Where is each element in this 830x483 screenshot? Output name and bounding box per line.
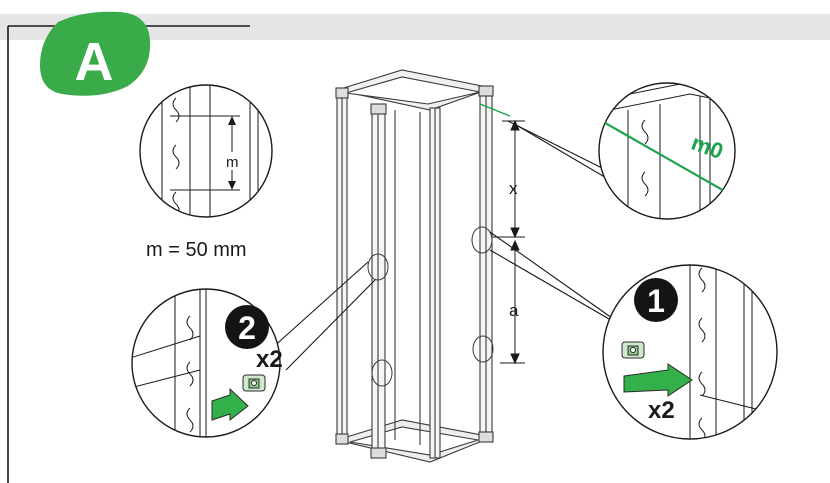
detail-step-1: 1 x2 [602, 264, 778, 440]
pitch-label-m: m [226, 154, 239, 171]
step-badge: A [40, 11, 151, 96]
step-2-number: 2 [238, 310, 256, 346]
dimension-x-label: x [509, 179, 518, 198]
step-1-number: 1 [647, 283, 665, 319]
dimension-a-label: a [509, 301, 519, 320]
rack-frame [334, 69, 495, 463]
detail-hole-pitch: m [139, 84, 273, 218]
detail-m0-reference: m0 [598, 82, 736, 220]
arrow-right-icon [211, 387, 249, 422]
arrow-right-icon [623, 363, 693, 397]
pitch-formula: m = 50 mm [146, 239, 247, 261]
step-1-circle [634, 278, 678, 322]
rack-dimensions [492, 119, 525, 365]
m0-reference-line [479, 103, 511, 117]
callout-leaders [269, 120, 629, 371]
detail-step-2: 2 x2 [131, 288, 283, 438]
step-badge-letter: A [75, 32, 114, 92]
step-2-circle [225, 305, 269, 349]
step-1-quantity: x2 [648, 397, 675, 424]
cage-nut-icon [242, 374, 266, 392]
cage-nut-icon [621, 341, 645, 359]
step-2-quantity: x2 [256, 346, 283, 373]
rack-callout-marks [367, 226, 494, 387]
